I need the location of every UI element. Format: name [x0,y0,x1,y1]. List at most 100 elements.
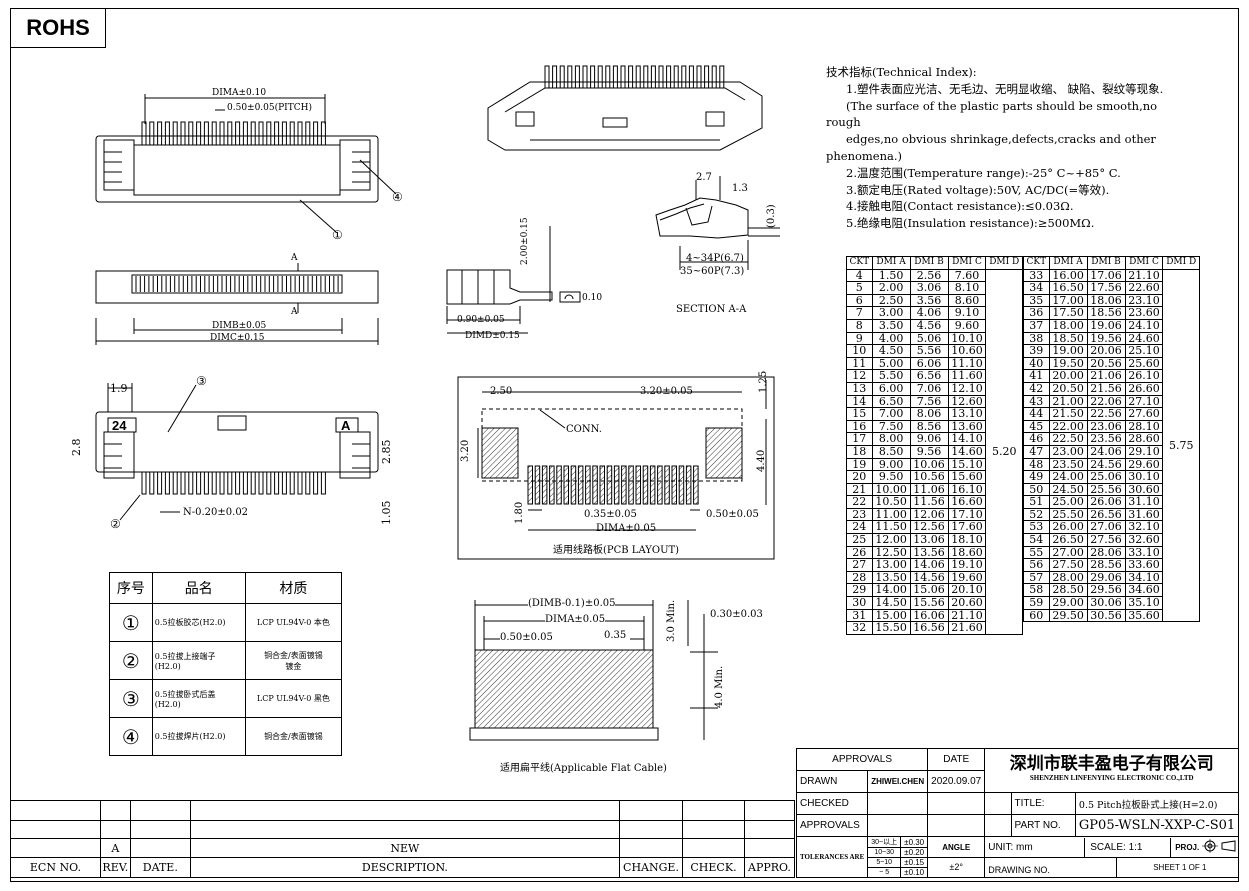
dim-flatness: 0.10 [582,293,603,303]
dim-13: 1.3 [732,183,748,194]
pcb-pad [606,465,613,505]
dim-dimd: DIMD±0.15 [465,331,520,341]
pcb-320w: 3.20±0.05 [640,386,693,397]
ckt-cell: 27.56 [1086,533,1126,547]
contact-pin [180,471,186,495]
contact-pin [266,471,272,495]
ckt-cell: 29 [846,583,873,598]
ckt-cell: 19.60 [947,570,987,585]
tol-value: ±0.15 [900,857,928,868]
ckt-cell: 8.56 [909,419,949,434]
ckt-cell: 13.50 [871,570,911,585]
fc-dimb: (DIMB-0.1)±0.05 [528,598,616,609]
material-spec: 铜合金/表面镀锡 镀金 [244,641,343,680]
ckt-cell: 24.50 [1048,482,1088,497]
ckt-cell: 28.60 [1124,432,1164,446]
ckt-cell: 7.56 [909,394,949,409]
contact-pin [227,121,233,146]
rev-letter: A [99,838,131,858]
tech-line: 3.额定电压(Rated voltage):50V, AC/DC(=等效). [846,182,1110,197]
contact-pin [235,121,241,146]
fc-030: 0.30±0.03 [710,609,763,620]
contact-pin [719,65,725,89]
dim-105: 1.05 [380,500,393,526]
pcb-pad [664,465,670,505]
ckt-cell: 47 [1023,444,1050,459]
ckt-cell: 4.06 [909,306,949,320]
contact-pin [605,65,611,89]
ckt-cell: 31.60 [1124,507,1164,522]
tolerance-table: 30~以上±0.30 10~30±0.20 5~10±0.15 ~ 5±0.10 [868,837,928,877]
ckt-cell: 28.10 [1124,419,1164,434]
ckt-cell: 16.00 [1048,268,1088,283]
ckt-cell: 20.50 [1048,381,1088,396]
pcb-dima: DIMA±0.05 [596,523,657,534]
contact-pin [188,121,194,146]
contact-pin [544,65,550,89]
fc-caption: 适用扁平线(Applicable Flat Cable) [500,763,667,774]
contact-pin [313,121,319,146]
ckt-cell: 26.50 [1048,533,1088,547]
ckt-cell: 27 [846,558,873,572]
ckt-cell: 43 [1023,394,1050,409]
contact-pin [681,65,687,89]
tb-title: 0.5 Pitch拉板卧式上接(H=2.0) [1074,792,1240,815]
ckt-cell: 16.10 [947,482,987,497]
ckt-cell: 20 [846,470,873,484]
ckt-header: DMI A [871,256,911,270]
ckt-cell: 7.06 [909,381,949,396]
ckt-cell: 9.50 [871,470,911,484]
ckt-cell: 35.10 [1124,596,1164,610]
pcb-125: 1.25 [758,370,769,393]
ckt-cell: 33 [1023,268,1050,283]
ckt-header: DMI B [1086,256,1126,270]
fc-050: 0.50±0.05 [500,632,553,643]
ckt-cell: 27.10 [1124,394,1164,409]
ckt-cell: 9 [846,331,873,346]
ckt-cell: 24.00 [1048,470,1088,484]
ckt-cell: 22 [846,495,873,509]
contact-pin [242,121,248,146]
label-pin-a: A [341,418,351,433]
ckt-cell: 5.00 [871,356,911,371]
ckt-cell: 25.50 [1048,507,1088,522]
ckt-cell: 8.06 [909,407,949,421]
ckt-cell: 24.56 [1086,457,1126,472]
ckt-cell: 26.06 [1086,495,1126,509]
tb-proj: PROJ. [1175,842,1200,852]
ckt-cell: 50 [1023,482,1050,497]
ckt-header: DMI A [1048,256,1088,270]
ckt-cell: 35 [1023,293,1050,308]
ckt-dmi-d: 5.20 [985,268,1023,635]
ckt-cell: 29.50 [1048,608,1088,623]
ckt-cell: 6.00 [871,381,911,396]
ckt-cell: 2.50 [871,293,911,308]
pcb-conn: CONN. [566,424,602,435]
dim-n020: N-0.20±0.02 [183,507,249,518]
ckt-cell: 30.56 [1086,608,1126,623]
contact-pin [157,471,163,495]
pcb-320h: 3.20 [460,439,471,462]
ckt-cell: 10.00 [871,482,911,497]
pcb-pad [585,465,591,505]
ckt-cell: 31 [846,608,873,623]
dim-4-34p: 4~34P(6.7) [686,253,744,264]
ckt-cell: 7 [846,306,873,320]
ckt-cell: 13.56 [909,545,949,560]
ckt-cell: 53 [1023,520,1050,535]
ckt-cell: 3.00 [871,306,911,320]
ckt-cell: 17.50 [1048,306,1088,320]
technical-index: 技术指标(Technical Index): 1.塑件表面应光洁、无毛边、无明显… [826,64,1226,232]
ckt-cell: 28 [846,570,873,585]
pcb-pad [642,465,649,505]
